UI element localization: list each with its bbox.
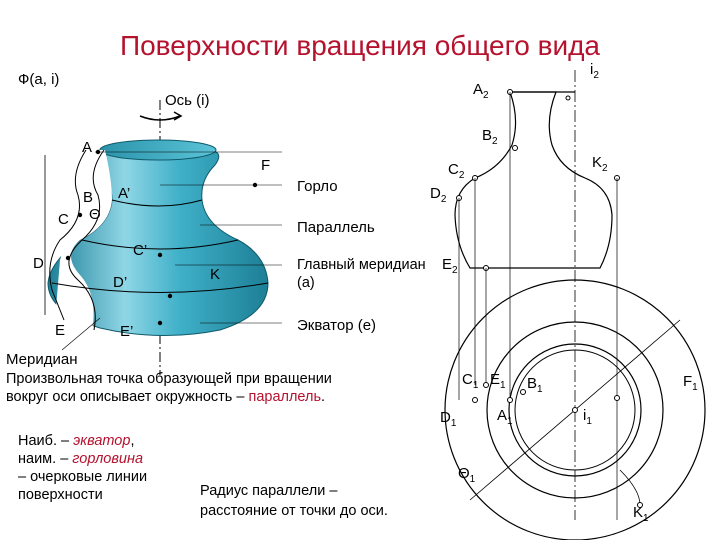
- label-i2: i2: [590, 61, 599, 81]
- vase-surface: [47, 139, 269, 336]
- label-c1: C1: [462, 371, 479, 391]
- extremes-line-2: наим. – горловина: [18, 451, 144, 467]
- front-view-outline: [454, 91, 613, 269]
- axis-label: Ось (i): [165, 92, 210, 109]
- slide-title: Поверхности вращения общего вида: [119, 30, 600, 61]
- outer-circle: [444, 279, 706, 540]
- label-d1: D1: [440, 409, 457, 429]
- label-f1: F1: [683, 373, 698, 393]
- point-label-k: K: [210, 266, 221, 283]
- point-label-a-prime: A’: [118, 185, 131, 202]
- label-c2: C2: [448, 161, 465, 181]
- neck-circle: [508, 343, 642, 477]
- label-i1: i1: [583, 407, 592, 427]
- point-label-b: B: [83, 189, 94, 206]
- label-d2: D2: [430, 185, 447, 205]
- label-k2: K2: [592, 154, 608, 174]
- top-view: [444, 279, 706, 540]
- definition-line-1: Произвольная точка образующей при вращен…: [6, 371, 332, 387]
- point-label-a: A: [82, 139, 93, 156]
- point-label-theta: Θ: [89, 206, 101, 223]
- point-label-c-prime: C’: [133, 242, 148, 259]
- radius-note-line-2: расстояние от точки до оси.: [200, 503, 388, 519]
- front-view-points: [456, 89, 620, 271]
- meridian-outline: [49, 149, 87, 321]
- point-label-f: F: [261, 157, 271, 174]
- neck-term: Горло: [297, 178, 338, 195]
- vase-mouth: [99, 139, 217, 161]
- definition-line-2: вокруг оси описывает окружность – паралл…: [6, 389, 326, 405]
- label-k1: K1: [633, 504, 649, 524]
- point-label-e-prime: E’: [120, 323, 134, 340]
- extremes-line-4: поверхности: [18, 487, 103, 503]
- front-view: [454, 70, 613, 520]
- point-label-d: D: [33, 255, 44, 272]
- neck-parallel: [111, 199, 203, 207]
- surface-label: Ф(a, i): [18, 71, 60, 88]
- point-label-e: E: [55, 322, 66, 339]
- equator-line: [51, 282, 269, 293]
- projection-lines: [458, 92, 618, 520]
- vase-markers: [44, 149, 282, 351]
- mouth-circle: [514, 349, 636, 471]
- label-theta1: Θ1: [458, 465, 476, 485]
- point-label-d-prime: D’: [113, 274, 128, 291]
- equator-term: Экватор (e): [297, 317, 377, 334]
- label-e2: E2: [442, 256, 458, 276]
- main-meridian-term: Главный меридиан (a): [297, 257, 426, 291]
- parallel-term: Параллель: [297, 219, 375, 236]
- radius-note-line-1: Радиус параллели –: [200, 483, 338, 499]
- extremes-line-3: – очерковые линии: [18, 469, 148, 485]
- label-b1: B1: [527, 375, 543, 395]
- extremes-line-1: Наиб. – экватор,: [18, 433, 135, 449]
- label-e1: E1: [490, 371, 506, 391]
- point-label-c: C: [58, 211, 69, 228]
- label-a1: A1: [497, 407, 513, 427]
- equator-circle: [486, 321, 664, 499]
- label-a2: A2: [473, 81, 489, 101]
- top-view-points: [472, 382, 643, 508]
- meridian-term: Меридиан: [6, 351, 78, 368]
- label-b2: B2: [482, 127, 498, 147]
- mid-parallel: [81, 239, 239, 250]
